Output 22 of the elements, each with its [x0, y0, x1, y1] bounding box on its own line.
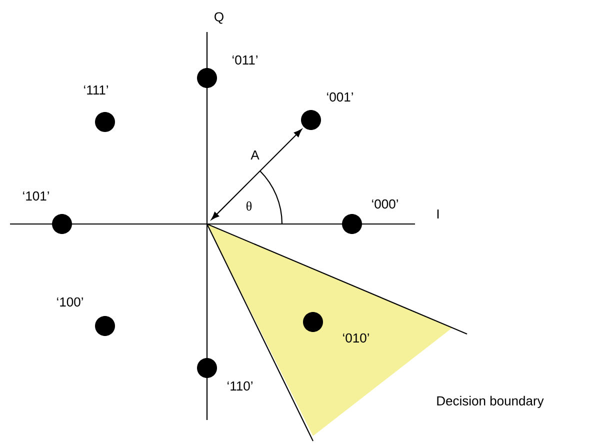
constellation-point [303, 312, 323, 332]
point-label: ‘011’ [232, 55, 258, 65]
point-label: ‘110’ [228, 381, 252, 391]
constellation-point [197, 358, 217, 378]
point-label: ‘001’ [327, 92, 353, 102]
region-label: Decision boundary [437, 396, 544, 408]
point-label: ‘010’ [343, 333, 369, 343]
angle-label: θ [246, 201, 252, 211]
constellation-point [197, 68, 217, 88]
edge-label: A [250, 150, 260, 160]
axis-label: Q [214, 12, 224, 24]
constellation-point [95, 316, 115, 336]
point-label: ‘000’ [372, 199, 398, 209]
point-label: ‘111’ [84, 86, 108, 94]
point-label: ‘100’ [57, 297, 83, 307]
constellation-point [95, 112, 115, 132]
point-label: ‘101’ [23, 191, 49, 201]
arrow [211, 129, 302, 220]
axis-label: I [437, 210, 439, 218]
constellation-point [301, 110, 321, 130]
constellation-point [52, 214, 72, 234]
constellation-point [342, 214, 362, 234]
